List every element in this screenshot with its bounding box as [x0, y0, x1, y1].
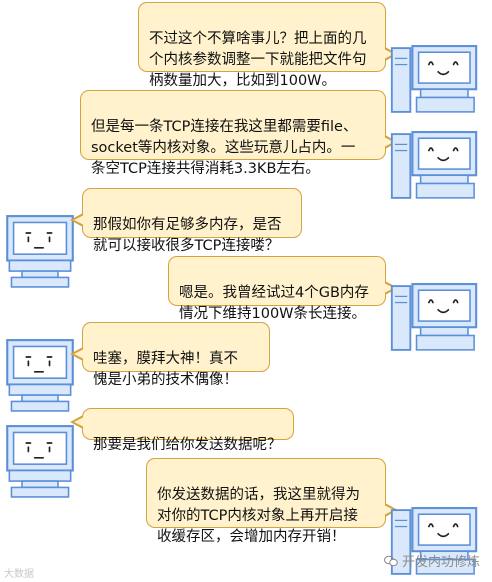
computer-icon	[6, 339, 74, 412]
chat-bubble-text: 哇塞，膜拜大神！真不 愧是小弟的技术偶像！	[93, 351, 238, 388]
chat-bubble-3: 那假如你有足够多内存，是否 就可以接收很多TCP连接喽？	[70, 188, 302, 254]
wechat-icon	[384, 555, 398, 566]
chat-bubble-7: 你发送数据的话，我这里就得为 对你的TCP内核对象上再开启接 收缓存区，会增加内…	[146, 458, 398, 545]
watermark-right: 开发内功修炼	[384, 551, 480, 570]
chat-bubble-text: 但是每一条TCP连接在我这里都需要file、 socket等内核对象。这些玩意儿…	[91, 119, 358, 177]
chat-bubble-6: 那要是我们给你发送数据呢？	[70, 408, 294, 453]
computer-icon	[6, 215, 74, 288]
chat-bubble-2: 但是每一条TCP连接在我这里都需要file、 socket等内核对象。这些玩意儿…	[80, 90, 398, 177]
watermark-left-text: 大数据	[4, 569, 34, 580]
watermark-right-text: 开发内功修炼	[402, 555, 481, 570]
computer-icon	[6, 425, 74, 498]
chat-bubble-4: 嗯是。我曾经试过4个GB内存 情况下维持100W条长连接。	[168, 256, 398, 322]
chat-bubble-1: 不过这个不算啥事儿？把上面的几 个内核参数调整一下就能把文件句 柄数量加大，比如…	[138, 2, 398, 89]
chat-bubble-text: 那假如你有足够多内存，是否 就可以接收很多TCP连接喽？	[93, 217, 282, 254]
chat-bubble-text: 不过这个不算啥事儿？把上面的几 个内核参数调整一下就能把文件句 柄数量加大，比如…	[149, 31, 367, 89]
watermark-left: 大数据	[4, 565, 34, 580]
computer-icon	[390, 45, 478, 113]
chat-bubble-text: 嗯是。我曾经试过4个GB内存 情况下维持100W条长连接。	[179, 285, 369, 322]
chat-bubble-5: 哇塞，膜拜大神！真不 愧是小弟的技术偶像！	[70, 322, 270, 388]
computer-icon	[390, 283, 478, 351]
chat-bubble-text: 你发送数据的话，我这里就得为 对你的TCP内核对象上再开启接 收缓存区，会增加内…	[157, 487, 360, 545]
computer-icon	[390, 131, 478, 199]
chat-bubble-text: 那要是我们给你发送数据呢？	[93, 437, 282, 453]
